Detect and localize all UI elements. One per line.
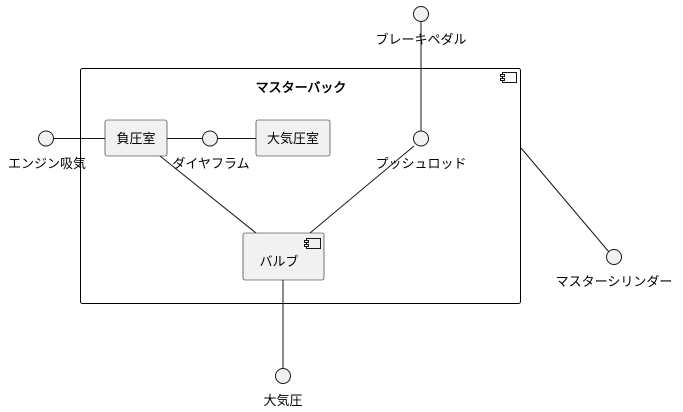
edges bbox=[53, 22, 610, 369]
interface-label: エンジン吸気 bbox=[8, 156, 86, 172]
interface-brake-pedal[interactable]: ブレーキペダル bbox=[375, 6, 467, 49]
container-frame bbox=[80, 68, 521, 304]
component-valve[interactable]: バルブ bbox=[242, 232, 325, 281]
interface-push-rod[interactable]: プッシュロッド bbox=[375, 130, 467, 172]
edge-push-rod-valve bbox=[309, 145, 415, 234]
interface-label: ダイヤフラム bbox=[172, 157, 249, 172]
interface-label: マスターシリンダー bbox=[556, 275, 673, 290]
component-label: 大気圧室 bbox=[267, 131, 319, 147]
component-label: 負圧室 bbox=[116, 131, 155, 147]
component-negative-chamber[interactable]: 負圧室 bbox=[104, 119, 168, 157]
container-master-vac[interactable]: マスターバック bbox=[80, 68, 521, 304]
interface-atmospheric-pressure[interactable]: 大気圧 bbox=[263, 368, 303, 410]
container-title: マスターバック bbox=[256, 81, 347, 96]
component-label: バルブ bbox=[259, 254, 298, 270]
interface-master-cylinder[interactable]: マスターシリンダー bbox=[556, 249, 673, 291]
edge-negative-chamber-valve bbox=[159, 155, 257, 234]
interface-label: ブレーキペダル bbox=[375, 32, 466, 48]
interface-label: 大気圧 bbox=[263, 393, 302, 409]
interface-engine-intake[interactable]: エンジン吸気 bbox=[8, 130, 86, 172]
component-icon bbox=[304, 238, 321, 249]
component-atmospheric-chamber[interactable]: 大気圧室 bbox=[255, 119, 331, 157]
component-icon bbox=[500, 72, 517, 83]
interface-label: プッシュロッド bbox=[375, 157, 466, 172]
edge-container-master-cylinder bbox=[520, 147, 610, 253]
interface-diaphragm[interactable]: ダイヤフラム bbox=[172, 130, 250, 172]
